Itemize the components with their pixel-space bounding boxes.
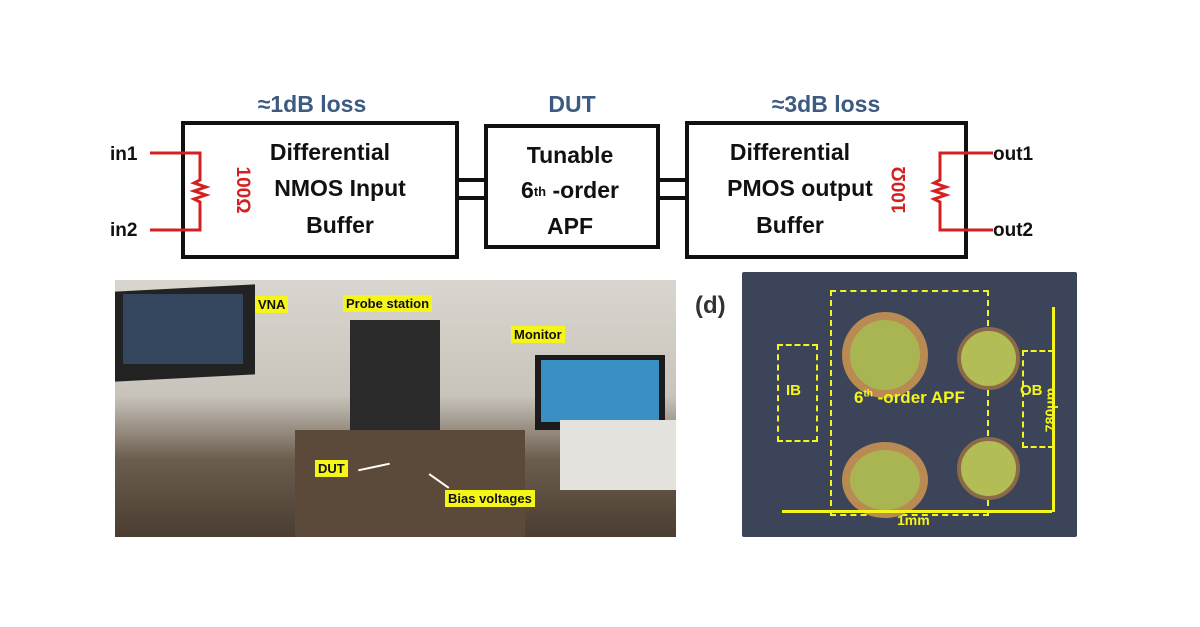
connection-wires — [457, 178, 687, 200]
width-label: 1mm — [897, 512, 930, 528]
probe-table — [295, 430, 525, 537]
output-resistor-value: 100Ω — [889, 167, 910, 214]
dut-label: DUT — [548, 91, 595, 117]
monitor-screen — [541, 360, 659, 422]
in2-label: in2 — [110, 220, 137, 241]
ib-label: IB — [786, 382, 801, 399]
output-buffer-line3: Buffer — [756, 212, 824, 238]
input-buffer-block — [181, 121, 459, 259]
output-buffer-line1: Differential — [730, 139, 850, 165]
vna-label: VNA — [255, 296, 289, 313]
power-supply — [560, 420, 676, 490]
height-dimension-arrow — [1052, 307, 1055, 512]
monitor-label: Monitor — [511, 326, 565, 343]
input-resistor-value: 100Ω — [232, 167, 253, 214]
dut-block — [484, 124, 660, 249]
inductor-top-right — [957, 327, 1020, 390]
output-buffer-block — [685, 121, 968, 259]
inductor-bottom-right — [957, 437, 1020, 500]
dut-line1: Tunable — [527, 142, 613, 168]
apf-region — [830, 290, 989, 516]
block-diagram: ≈1dB loss DUT ≈3dB loss Differential NMO… — [110, 91, 1034, 259]
in1-label: in1 — [110, 144, 138, 165]
probe-station — [350, 320, 440, 430]
output-loss-label: ≈3dB loss — [772, 91, 881, 117]
inductor-top-left — [842, 312, 928, 398]
dut-line3: APF — [547, 213, 593, 239]
input-loss-label: ≈1dB loss — [258, 91, 367, 117]
output-termination-resistor — [929, 151, 993, 232]
inductor-bottom-left — [842, 442, 928, 518]
out2-label: out2 — [993, 220, 1033, 241]
input-termination-resistor — [150, 151, 211, 232]
chip-micrograph: IB OB 6th -order APF 1mm 780μm — [742, 272, 1077, 537]
dut-line2: 6th -order — [521, 177, 619, 203]
width-dimension-arrow — [782, 510, 1052, 513]
apf-label: 6th -order APF — [854, 388, 965, 407]
panel-label-d: (d) — [695, 292, 726, 319]
laptop-screen — [123, 294, 243, 364]
measurement-setup-photo: VNA Probe station Monitor DUT Bias volta… — [115, 280, 676, 537]
out1-label: out1 — [993, 144, 1034, 165]
photo-dut-label: DUT — [315, 460, 348, 477]
output-buffer-line2: PMOS output — [727, 175, 873, 201]
input-buffer-line2: NMOS Input — [274, 175, 406, 201]
height-label: 780μm — [1042, 387, 1059, 433]
ib-region — [777, 344, 818, 442]
input-buffer-line1: Differential — [270, 139, 390, 165]
ob-label: OB — [1020, 382, 1043, 399]
bias-voltages-label: Bias voltages — [445, 490, 535, 507]
input-buffer-line3: Buffer — [306, 212, 374, 238]
probe-station-label: Probe station — [343, 295, 433, 312]
